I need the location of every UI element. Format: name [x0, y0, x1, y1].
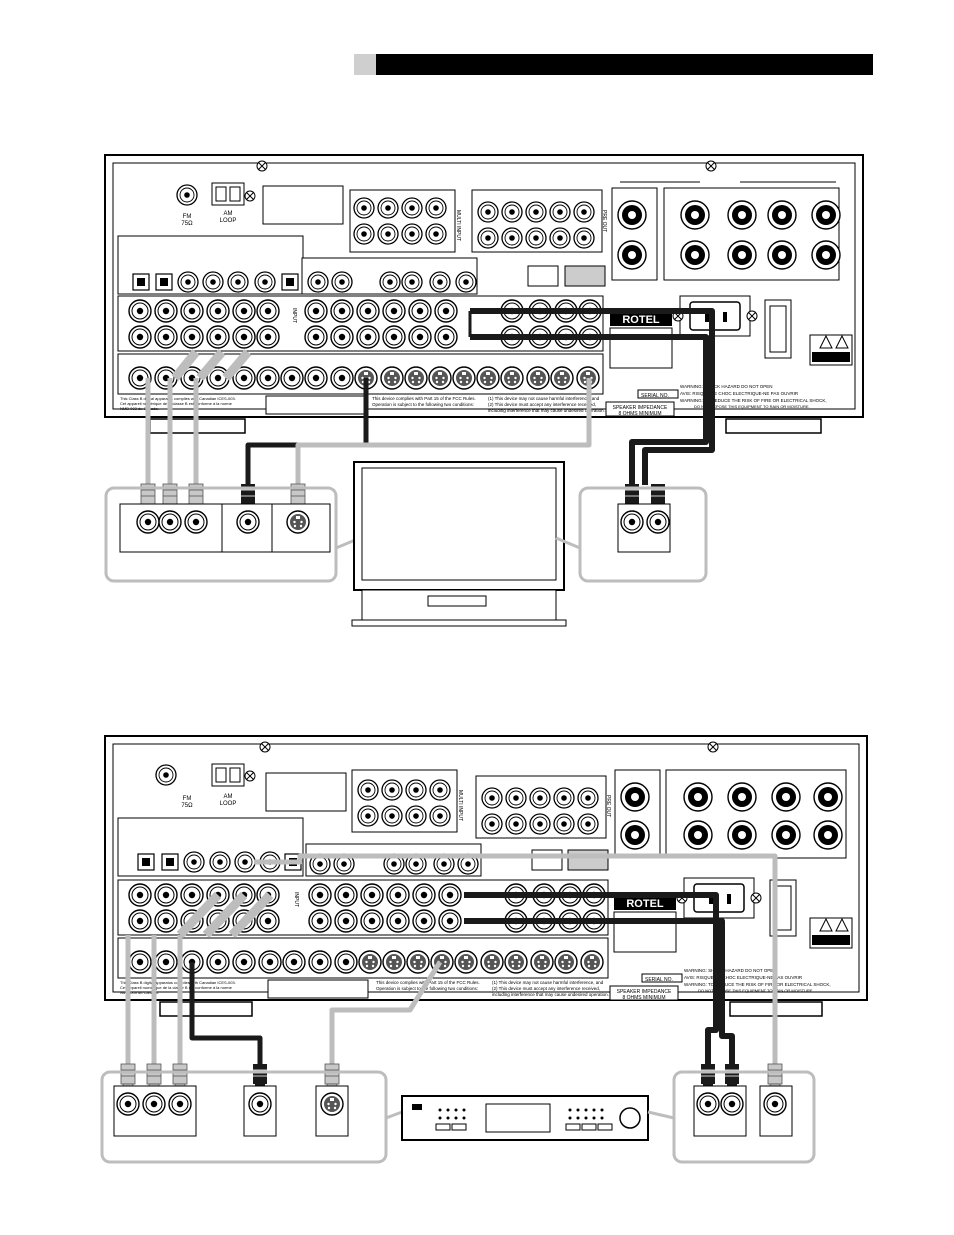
class-b-text-3: NMB-003 du Canada.: [120, 406, 159, 411]
am-label-2: AM: [224, 794, 233, 800]
pre-out-label-2: PRE OUT: [605, 795, 611, 817]
receiver-bottom: FM 75Ω AM LOOP MULTI INPUT PRE OUT I: [104, 735, 868, 1017]
am-loop-label-2: LOOP: [220, 801, 237, 807]
am-loop-label: LOOP: [220, 218, 237, 224]
speaker-impedance-min-2: 8 OHMS MINIMUM: [622, 995, 665, 1001]
input-label-2: INPUT: [293, 892, 299, 907]
receiver-top: FM 75Ω AM LOOP MULTI INPUT PRE OUT: [104, 154, 864, 434]
speaker-impedance-label: SPEAKER IMPEDANCE: [613, 405, 668, 411]
multi-input-label: MULTI INPUT: [455, 210, 461, 241]
input-label: INPUT: [291, 308, 297, 323]
tv-monitor: [351, 461, 567, 627]
fm-antenna-jack: [176, 184, 198, 206]
fcc-text-2: Operation is subject to the following tw…: [372, 402, 474, 407]
source-component: [401, 1095, 649, 1141]
warning-text-2: AVIS: RISQUE DE CHOC ELECTRIQUE-NE PAS O…: [680, 391, 799, 396]
section-header-bar: [354, 54, 873, 75]
brand-logo-2: ROTEL: [626, 898, 664, 910]
warning-text-4: DO NOT EXPOSE THIS EQUIPMENT TO RAIN OR …: [694, 404, 810, 409]
am-label: AM: [224, 211, 233, 217]
fcc-text-5: including interference that may cause un…: [488, 408, 605, 413]
warning-text-2b: AVIS: RISQUE DE CHOC ELECTRIQUE-NE PAS O…: [684, 975, 803, 980]
class-b-text-2: Cet appareil numérique de la classe B es…: [120, 401, 233, 406]
speaker-impedance-label-2: SPEAKER IMPEDANCE: [617, 989, 672, 995]
fcc-text-2b: Operation is subject to the following tw…: [376, 986, 478, 991]
fm-label-2: FM: [183, 796, 192, 802]
class-b-text-3b: NMB-003 du Canada.: [120, 990, 159, 995]
fcc-text-1: This device complies with Part 15 of the…: [372, 396, 476, 401]
warning-text-3b: WARNING: TO REDUCE THE RISK OF FIRE OR E…: [684, 982, 831, 987]
pre-out-label: PRE OUT: [601, 210, 607, 232]
fm-ohm-label-2: 75Ω: [181, 803, 193, 809]
fcc-text-3: (1) This device may not cause harmful in…: [488, 396, 600, 401]
bottom-left-callout: [100, 1070, 403, 1164]
speaker-impedance-min: 8 OHMS MINIMUM: [618, 411, 661, 417]
bottom-right-callout: [647, 1070, 816, 1164]
warning-text-3: WARNING: TO REDUCE THE RISK OF FIRE OR E…: [680, 398, 827, 403]
multi-input-label-2: MULTI INPUT: [457, 790, 463, 821]
warning-text-1b: WARNING: SHOCK HAZARD DO NOT OPEN: [684, 968, 777, 973]
warning-text-4b: DO NOT EXPOSE THIS EQUIPMENT TO RAIN OR …: [698, 988, 814, 993]
warning-text-1: WARNING: SHOCK HAZARD DO NOT OPEN: [680, 384, 773, 389]
bottom-cables: [125, 853, 778, 1065]
fcc-text-5b: including interference that may cause un…: [492, 992, 609, 997]
top-cables: [145, 308, 715, 485]
section-header-tab: [354, 54, 376, 75]
class-b-text-2b: Cet appareil numérique de la classe B es…: [120, 985, 233, 990]
fm-label: FM: [183, 214, 192, 220]
fm-ohm-label: 75Ω: [181, 221, 193, 227]
fcc-text-4b: (2) This device must accept any interfer…: [492, 986, 600, 991]
top-right-callout: [555, 486, 708, 583]
top-left-callout: [104, 486, 361, 583]
serial-label-2: SERIAL NO.: [645, 977, 673, 983]
fcc-text-3b: (1) This device may not cause harmful in…: [492, 980, 604, 985]
brand-logo: ROTEL: [622, 314, 660, 326]
fcc-text-4: (2) This device must accept any interfer…: [488, 402, 596, 407]
serial-label: SERIAL NO.: [641, 393, 669, 399]
class-b-text-1: This Class B digital apparatus complies …: [120, 396, 236, 401]
